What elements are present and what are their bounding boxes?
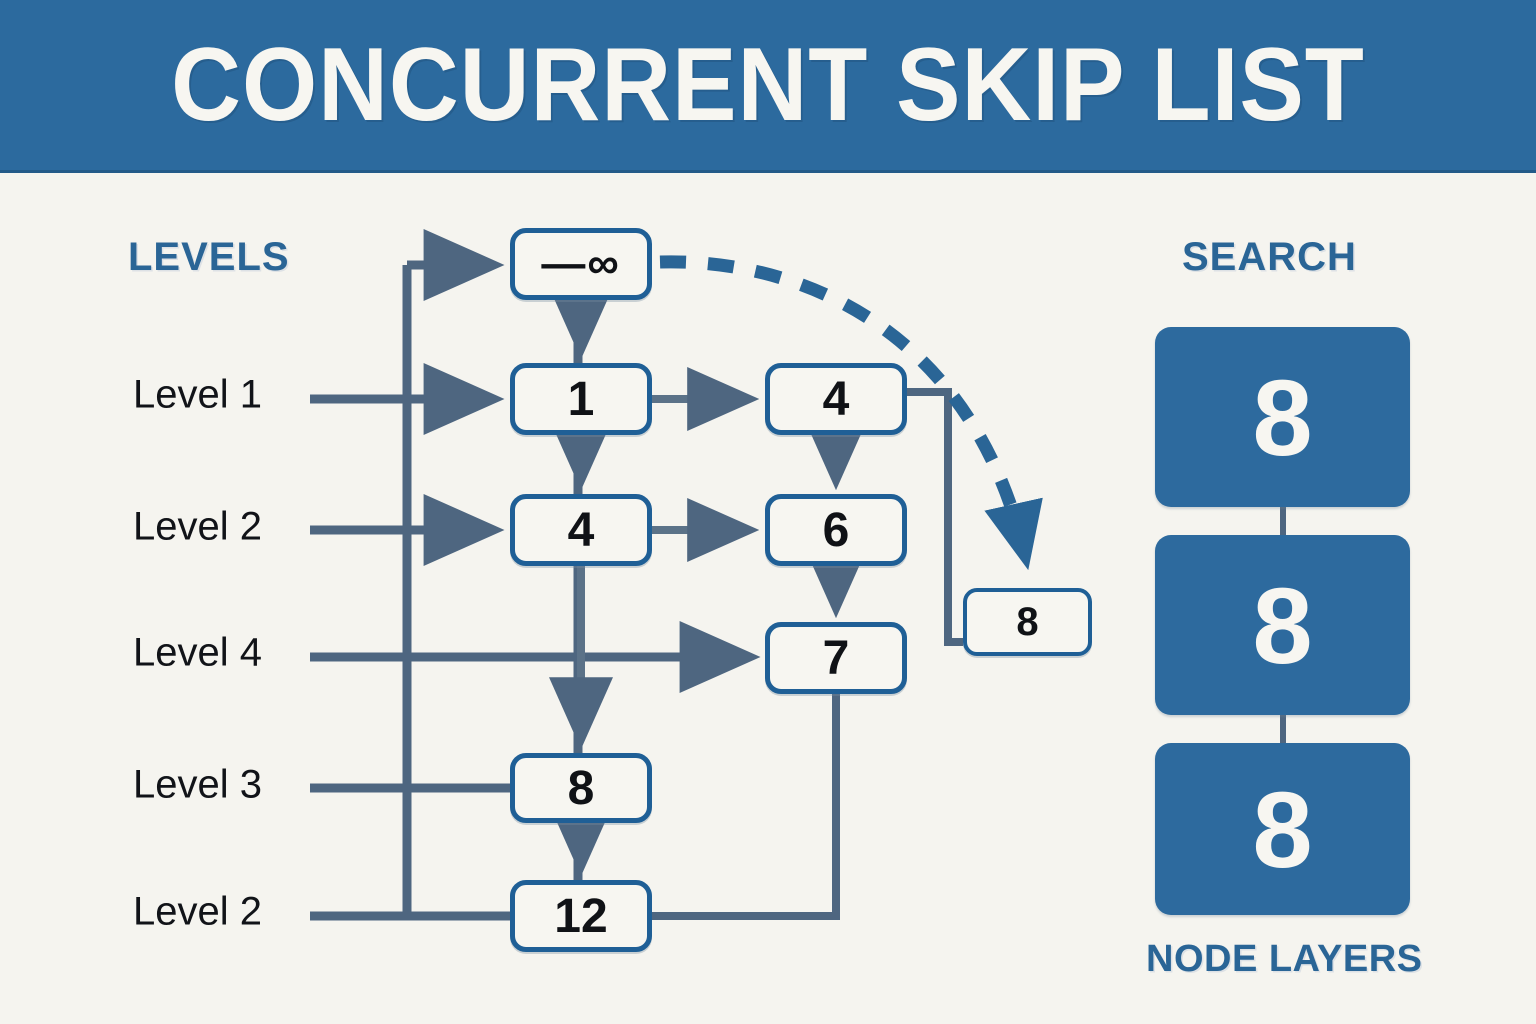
node-7[interactable]: 7 [765, 622, 907, 694]
levels-heading: LEVELS [128, 235, 290, 279]
node-8[interactable]: 8 [510, 753, 652, 823]
node-8-target[interactable]: 8 [963, 588, 1092, 656]
node-4a[interactable]: 4 [765, 363, 907, 435]
link-12-to-7 [652, 694, 840, 920]
level-label-row-4: Level 3 [133, 762, 262, 807]
search-card-1[interactable]: 8 [1155, 327, 1410, 507]
header-bar: CONCURRENT SKIP LIST [0, 0, 1536, 173]
node-1[interactable]: 1 [510, 363, 652, 435]
level-label-row-5: Level 2 [133, 889, 262, 934]
page-title: CONCURRENT SKIP LIST [171, 27, 1365, 143]
search-card-3[interactable]: 8 [1155, 743, 1410, 915]
node-4b[interactable]: 4 [510, 494, 652, 566]
level-label-row-3: Level 4 [133, 630, 262, 675]
node-6[interactable]: 6 [765, 494, 907, 566]
search-card-2[interactable]: 8 [1155, 535, 1410, 715]
node-layers-label: NODE LAYERS [1146, 938, 1423, 980]
search-heading: SEARCH [1182, 235, 1357, 279]
link-4a-to-8-target [907, 388, 963, 646]
level-label-row-1: Level 1 [133, 372, 262, 417]
node-12[interactable]: 12 [510, 880, 652, 952]
level-label-row-2: Level 2 [133, 504, 262, 549]
node-neg-infinity[interactable]: —∞ [510, 228, 652, 300]
